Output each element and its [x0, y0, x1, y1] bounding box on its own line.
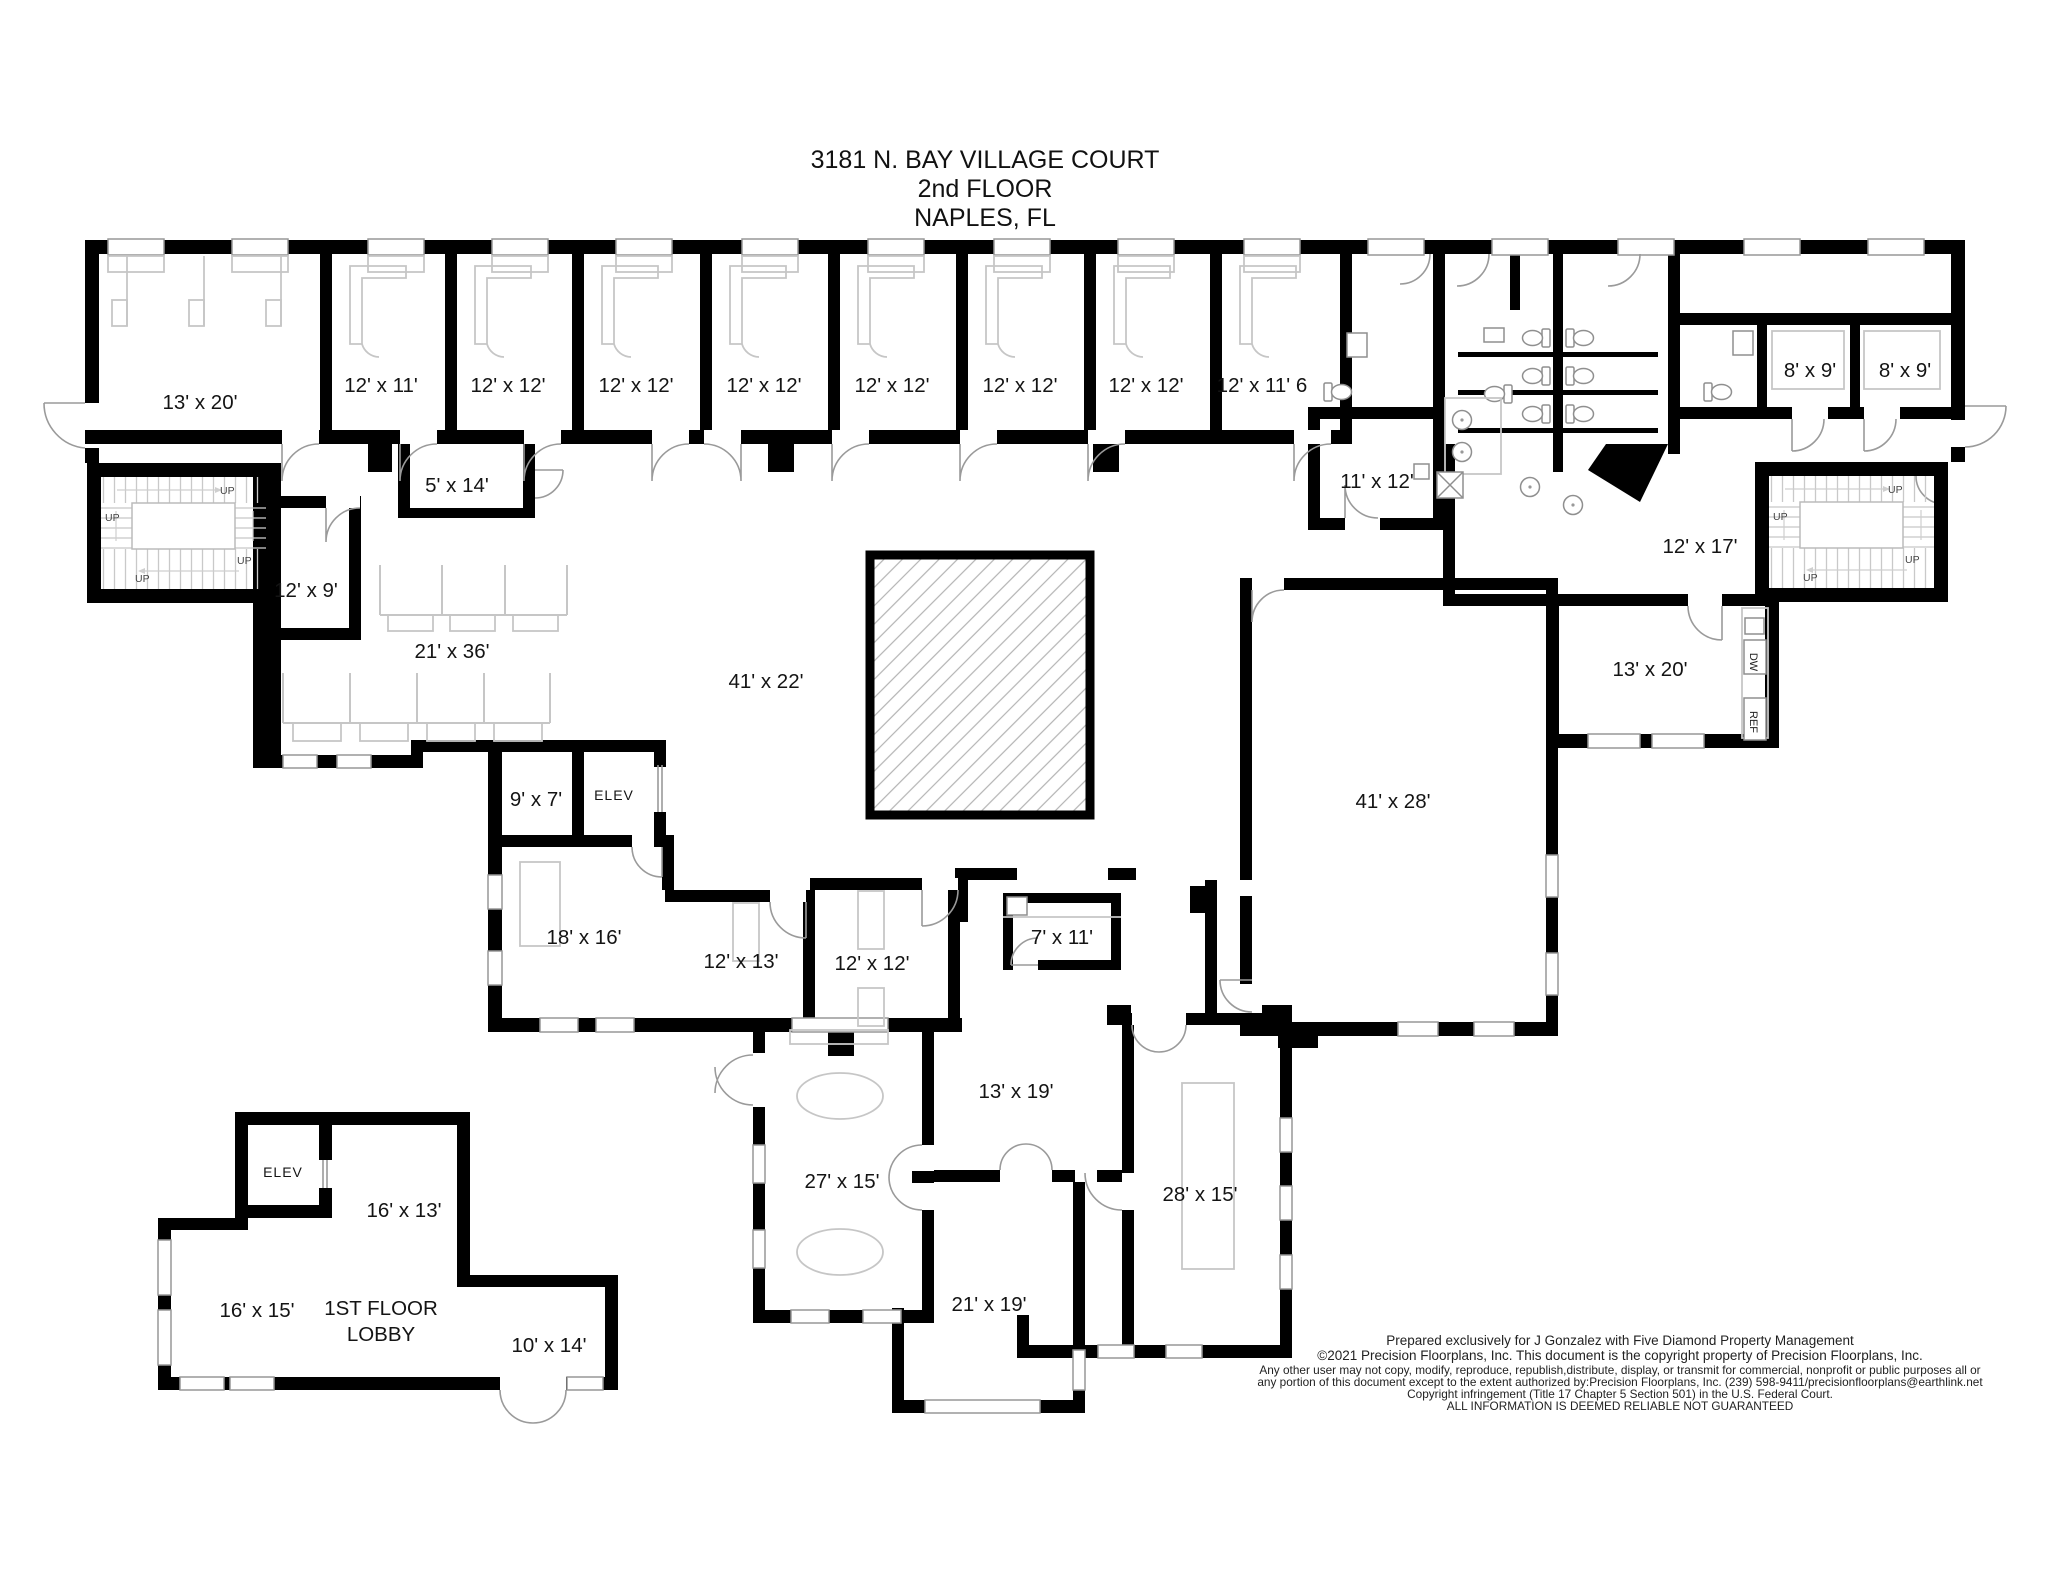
title-line1: 3181 N. BAY VILLAGE COURT [811, 146, 1160, 174]
room-label-meeting1: 27' x 15' [804, 1170, 879, 1193]
room-label-office7: 12' x 12' [982, 374, 1057, 397]
copyright-block: Prepared exclusively for J Gonzalez with… [1257, 1333, 1983, 1413]
mid-room-furniture [519, 861, 885, 1027]
copyright-line2: ©2021 Precision Floorplans, Inc. This do… [1317, 1348, 1923, 1363]
room-label-meeting2: 21' x 19' [951, 1293, 1026, 1316]
room-label-office1: 13' x 20' [162, 391, 237, 414]
room-label-office4: 12' x 12' [598, 374, 673, 397]
room-label-office5: 12' x 12' [726, 374, 801, 397]
room-label-mid3: 12' x 12' [834, 952, 909, 975]
refrigerator-label: REF [1747, 711, 1759, 733]
cubicles [282, 565, 568, 724]
copyright-line6: ALL INFORMATION IS DEEMED RELIABLE NOT G… [1447, 1399, 1794, 1413]
room-label-corridor-right: 12' x 17' [1662, 535, 1737, 558]
room-label-meeting3: 28' x 15' [1162, 1183, 1237, 1206]
title-block: 3181 N. BAY VILLAGE COURT 2nd FLOOR NAPL… [811, 146, 1160, 232]
room-label-office9: 12' x 11' 6 [1217, 374, 1308, 397]
elevator-label: ELEV [594, 787, 634, 803]
room-label-corridor-main: 41' x 22' [728, 670, 803, 693]
room-label-corner1: 8' x 9' [1784, 359, 1836, 382]
copyright-line1: Prepared exclusively for J Gonzalez with… [1386, 1333, 1854, 1348]
cubicle-desks [111, 256, 559, 742]
room-label-open-office: 21' x 36' [414, 640, 489, 663]
room-labels: 13' x 20' 12' x 11' 12' x 12' 12' x 12' … [162, 359, 1931, 1357]
room-label-lobby2: 16' x 15' [219, 1299, 294, 1322]
hatched-area [865, 550, 1095, 820]
lobby-elevator-label: ELEV [263, 1164, 303, 1180]
lobby-name-line1: 1ST FLOOR [324, 1297, 438, 1320]
shower-icon [1436, 471, 1464, 499]
room-label-hall: 5' x 14' [425, 474, 489, 497]
room-label-office6: 12' x 12' [854, 374, 929, 397]
room-label-corner2: 8' x 9' [1879, 359, 1931, 382]
room-label-office2: 12' x 11' [344, 374, 418, 397]
room-label-corridor-lower: 13' x 19' [978, 1080, 1053, 1103]
stairwell-left [86, 462, 281, 604]
stairwell-right [1754, 461, 1949, 603]
title-line3: NAPLES, FL [914, 204, 1056, 232]
lobby-name-line2: LOBBY [347, 1323, 416, 1346]
room-label-lobby3: 10' x 14' [511, 1334, 586, 1357]
room-label-conference: 41' x 28' [1355, 790, 1430, 813]
room-label-utility: 7' x 11' [1031, 926, 1093, 949]
room-label-lobby1: 16' x 13' [366, 1199, 441, 1222]
doors-layer [43, 253, 2007, 1424]
room-label-kitchen: 13' x 20' [1612, 658, 1687, 681]
kitchen-fixtures [1741, 607, 1769, 741]
room-label-stair-room: 12' x 9' [274, 579, 338, 602]
room-label-storage: 9' x 7' [510, 788, 562, 811]
walls-layer [85, 240, 1965, 1413]
title-line2: 2nd FLOOR [918, 175, 1053, 203]
room-label-mid2: 12' x 13' [703, 950, 778, 973]
room-label-mid: 18' x 16' [546, 926, 621, 949]
door-openings [282, 407, 1900, 1390]
copyright-line4: any portion of this document except to t… [1257, 1375, 1983, 1389]
fixtures-layer [86, 256, 1949, 1276]
room-label-bath-suite: 11' x 12' [1340, 470, 1414, 493]
copyright-line3: Any other user may not copy, modify, rep… [1259, 1363, 1980, 1377]
room-label-office3: 12' x 12' [470, 374, 545, 397]
copyright-line5: Copyright infringement (Title 17 Chapter… [1407, 1387, 1833, 1401]
room-label-office8: 12' x 12' [1108, 374, 1183, 397]
dishwasher-label: DW [1747, 653, 1759, 672]
windows-layer [107, 238, 1925, 1414]
